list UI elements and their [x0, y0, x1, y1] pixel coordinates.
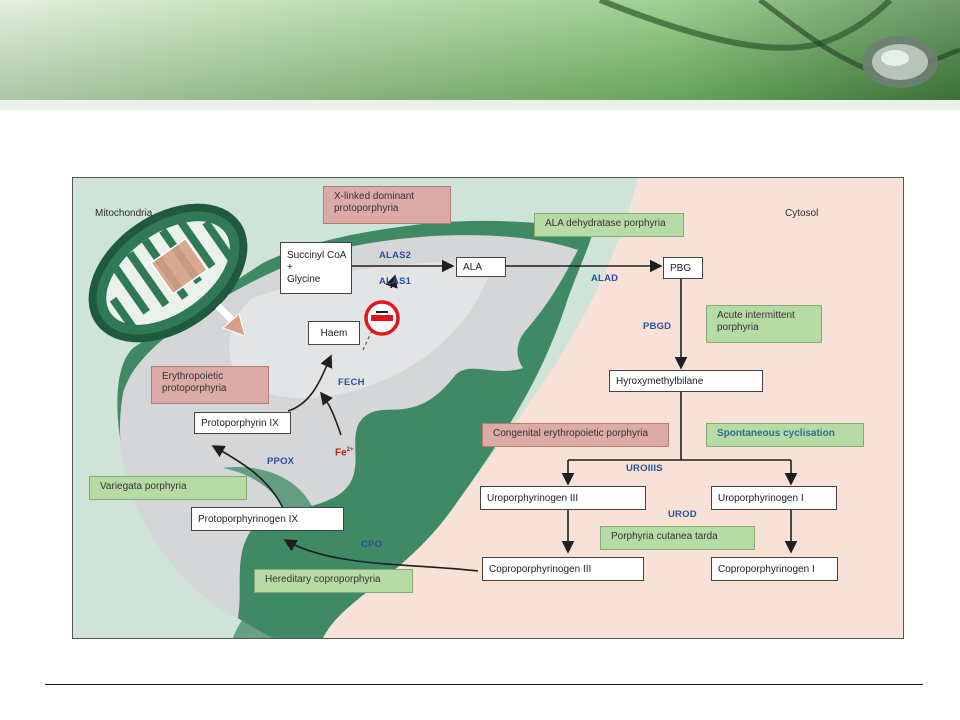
haem-box: Haem	[308, 321, 360, 345]
disorder-spontaneous-cyclisation: Spontaneous cyclisation	[706, 423, 864, 447]
succinyl-coa-text: Succinyl CoA	[287, 250, 347, 261]
uroporphyrinogen-i-box: Uroporphyrinogen I	[711, 486, 837, 510]
arrow-protogen-proto	[211, 445, 284, 509]
header-banner	[0, 0, 960, 110]
disorder-x-linked-line1: X-linked dominant	[334, 191, 415, 202]
disorder-erythropoietic-protoporphyria: Erythropoietic protoporphyria	[151, 366, 269, 404]
disorder-epp-line1: Erythropoietic	[162, 371, 224, 382]
enzyme-alas1: ALAS1	[379, 276, 412, 287]
succinyl-coa-glycine-box: Succinyl CoA + Glycine	[280, 242, 352, 294]
feedback-line	[362, 323, 376, 351]
ala-box: ALA	[456, 257, 506, 277]
inhibition-symbol	[364, 300, 400, 336]
disorder-ala-dehydratase-porphyria: ALA dehydratase porphyria	[534, 213, 684, 237]
pbg-box: PBG	[663, 257, 703, 279]
iron-label: Fe2+	[335, 444, 354, 459]
uroporphyrinogen-iii-box: Uroporphyrinogen III	[480, 486, 646, 510]
disorder-x-linked-protoporphyria: X-linked dominant protoporphyria	[323, 186, 451, 224]
enzyme-alad: ALAD	[591, 273, 619, 284]
disorder-aip-line2: porphyria	[717, 322, 759, 333]
protoporphyrin-ix-box: Protoporphyrin IX	[194, 412, 291, 434]
disorder-epp-line2: protoporphyria	[162, 383, 227, 394]
mito-arrow-head	[222, 313, 246, 337]
arrow-alas1	[385, 274, 398, 289]
footer-divider	[45, 684, 923, 685]
enzyme-uroiiis: UROIIIS	[626, 463, 663, 474]
disorder-aip-line1: Acute intermittent	[717, 310, 795, 321]
plus-text: +	[287, 262, 293, 273]
enzyme-urod: UROD	[668, 509, 697, 520]
arrow-hmb-split	[568, 390, 791, 461]
matrix-highlight	[229, 262, 493, 399]
hydroxymethylbilane-box: Hyroxymethylbilane	[609, 370, 763, 392]
disorder-congenital-erythropoietic-porphyria: Congenital erythropoietic porphyria	[482, 423, 669, 447]
disorder-variegate-porphyria: Variegata porphyria	[89, 476, 247, 500]
heme-biosynthesis-diagram: Mitochondria Cytosol Succinyl CoA + Glyc…	[72, 177, 904, 639]
disorder-hereditary-coproporphyria: Hereditary coproporphyria	[254, 569, 413, 593]
coproporphyrinogen-iii-box: Coproporphyrinogen III	[482, 557, 644, 581]
enzyme-pbgd: PBGD	[643, 321, 672, 332]
arrow-proto-haem	[287, 354, 333, 412]
coproporphyrinogen-i-box: Coproporphyrinogen I	[711, 557, 838, 581]
protoporphyrinogen-ix-box: Protoporphyrinogen IX	[191, 507, 344, 531]
iron-text: Fe	[335, 447, 347, 459]
stethoscope-banner-graphic	[0, 0, 960, 110]
disorder-x-linked-line2: protoporphyria	[334, 203, 399, 214]
cytosol-label: Cytosol	[785, 208, 819, 219]
arrow-copro3-protogen	[283, 539, 479, 572]
enzyme-ppox: PPOX	[267, 456, 295, 467]
glycine-text: Glycine	[287, 274, 321, 285]
iron-charge: 2+	[346, 447, 354, 453]
mitochondria-label: Mitochondria	[95, 208, 153, 219]
cytosol-region	[233, 178, 903, 638]
enzyme-alas2: ALAS2	[379, 250, 412, 261]
enzyme-cpo: CPO	[361, 539, 383, 550]
disorder-acute-intermittent-porphyria: Acute intermittent porphyria	[706, 305, 822, 343]
arrow-fe-fech	[320, 391, 342, 436]
mitochondrion-illustration	[88, 203, 248, 343]
disorder-porphyria-cutanea-tarda: Porphyria cutanea tarda	[600, 526, 755, 550]
enzyme-fech: FECH	[338, 377, 365, 388]
